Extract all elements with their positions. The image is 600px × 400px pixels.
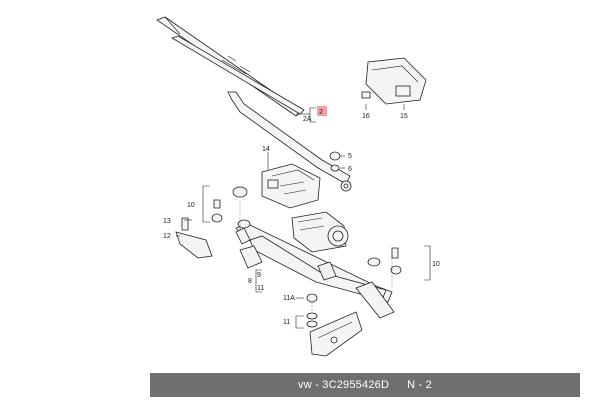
clip-16 [361,91,371,99]
callout-16: 16 [362,113,370,120]
callout-11-b: 11 [283,319,290,326]
washers-11 [306,312,318,328]
callout-15: 15 [400,113,408,120]
mounting-bracket [309,311,363,357]
bolt-13 [181,217,189,231]
motor-cover [261,163,321,209]
callout-8: 8 [248,278,252,285]
callout-13: 13 [163,218,171,225]
nut-cap-5 [329,151,341,161]
linkage-frame [235,223,395,319]
wiper-motor [291,211,349,253]
part-number-bar: vw - 3C2955426D N - 2 [150,373,580,397]
washer-11a [306,293,318,303]
bracket-12 [175,231,213,259]
callout-14: 14 [262,146,270,153]
callout-11a: 11A [283,295,295,302]
wiper-blade [156,16,305,117]
callout-2a: 2A [303,116,312,123]
callout-10-left: 10 [187,202,195,209]
connector-module [365,57,427,105]
callout-2: 2 [319,109,323,116]
callout-11-a: 11 [257,285,264,292]
leader-lines [176,104,431,329]
wiper-arm [227,91,352,192]
pivot-hardware-right [367,247,402,275]
callout-5: 5 [348,153,352,160]
nut-6 [330,164,340,172]
callout-10-right: 10 [432,261,440,268]
callout-2-highlight [317,106,327,116]
part-number: vw - 3C2955426D [298,379,390,391]
callout-6: 6 [348,166,352,173]
callout-12: 12 [163,233,171,240]
pivot-hardware-left [211,186,251,229]
page-indicator: N - 2 [407,379,432,391]
callout-9: 9 [257,272,261,279]
